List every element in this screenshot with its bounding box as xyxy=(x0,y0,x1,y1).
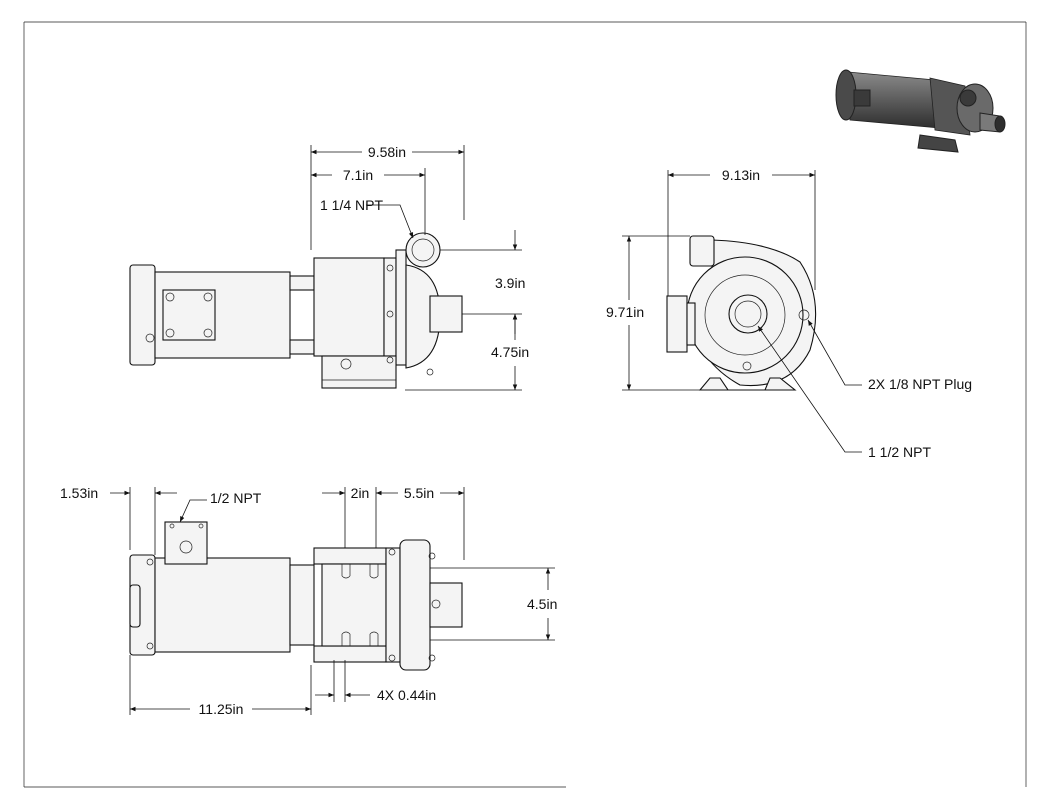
overall-length-label: 9.58in xyxy=(368,144,406,160)
side-view xyxy=(129,232,463,389)
pump-render-iso xyxy=(835,69,1006,153)
discharge-height-label: 3.9in xyxy=(495,275,525,291)
plug-note-label: 2X 1/8 NPT Plug xyxy=(868,376,972,392)
conduit-port-label: 1/2 NPT xyxy=(210,490,262,506)
sheet-border xyxy=(23,21,1027,788)
flange-length-label: 7.1in xyxy=(343,167,373,183)
motor-length-label: 11.25in xyxy=(199,701,244,717)
head-length-label: 5.5in xyxy=(404,485,434,501)
bracket-width-label: 2in xyxy=(351,485,370,501)
top-view xyxy=(129,521,463,671)
mount-holes-label: 4X 0.44in xyxy=(377,687,436,703)
suction-port-label: 1 1/2 NPT xyxy=(868,444,931,460)
front-view xyxy=(666,235,817,391)
shaft-height-label: 4.75in xyxy=(491,344,529,360)
front-view-dimensions xyxy=(622,170,862,453)
front-height-label: 9.71in xyxy=(606,304,644,320)
front-width-label: 9.13in xyxy=(722,167,760,183)
discharge-port-label: 1 1/4 NPT xyxy=(320,197,383,213)
rear-offset-label: 1.53in xyxy=(60,485,98,501)
foot-spacing-label: 4.5in xyxy=(527,596,557,612)
side-view-dimensions xyxy=(310,145,522,391)
top-view-dimensions xyxy=(110,487,555,715)
